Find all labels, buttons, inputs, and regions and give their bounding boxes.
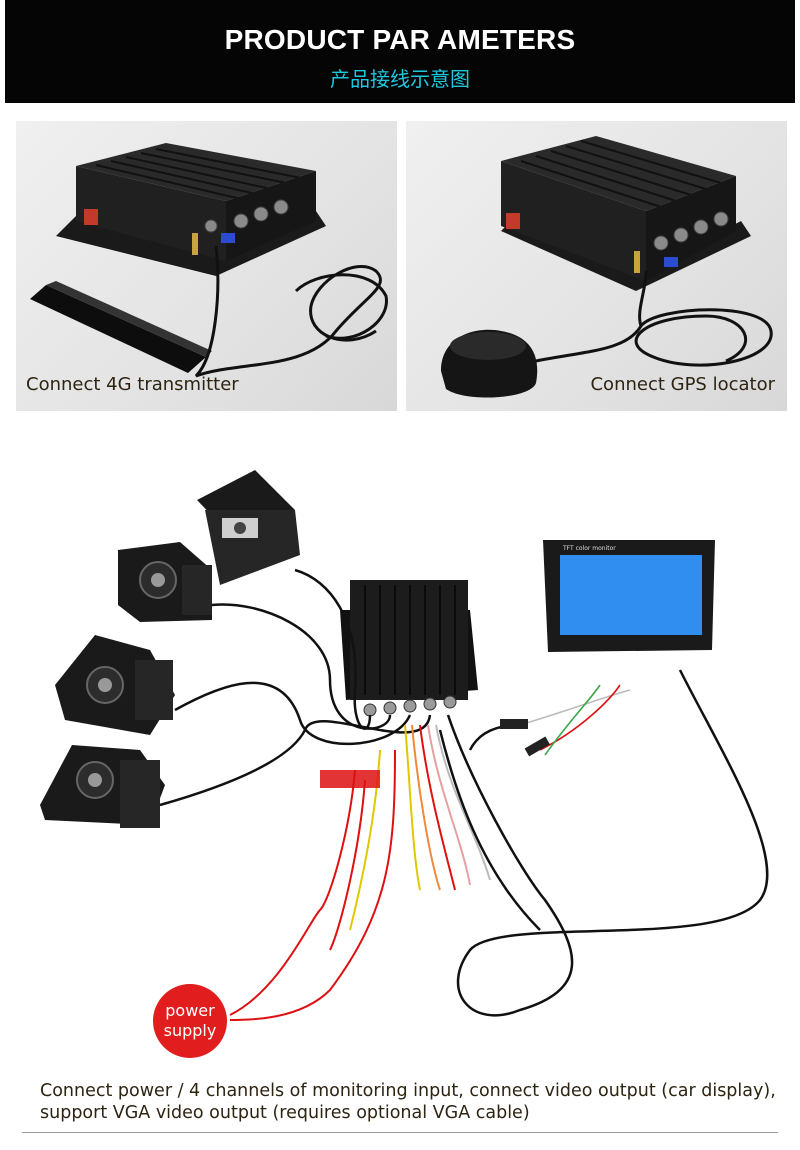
power-supply-badge: power supply [153, 984, 227, 1058]
dvr-4g-illustration [30, 143, 388, 378]
caption-4g: Connect 4G transmitter [26, 374, 239, 395]
camera-3 [55, 635, 175, 735]
monitor: TFT color monitor [543, 540, 715, 652]
header-banner: PRODUCT PAR AMETERS 产品接线示意图 [5, 0, 795, 103]
wiring-description: Connect power / 4 channels of monitoring… [40, 1081, 776, 1123]
camera-2 [118, 542, 212, 622]
camera-1 [197, 470, 300, 585]
caption-gps: Connect GPS locator [590, 374, 775, 395]
photo-4g-transmitter: Connect 4G transmitter [16, 121, 397, 411]
camera-4 [40, 745, 165, 828]
wiring-diagram: TFT color monitor [40, 470, 769, 1021]
page-title: PRODUCT PAR AMETERS [224, 24, 576, 55]
dvr-unit [340, 580, 478, 717]
photo-gps-locator: Connect GPS locator [406, 121, 787, 411]
monitor-label: TFT color monitor [562, 545, 616, 552]
page-subtitle: 产品接线示意图 [330, 67, 470, 91]
bottom-divider [22, 1132, 778, 1133]
dvr-gps-illustration [441, 136, 773, 398]
